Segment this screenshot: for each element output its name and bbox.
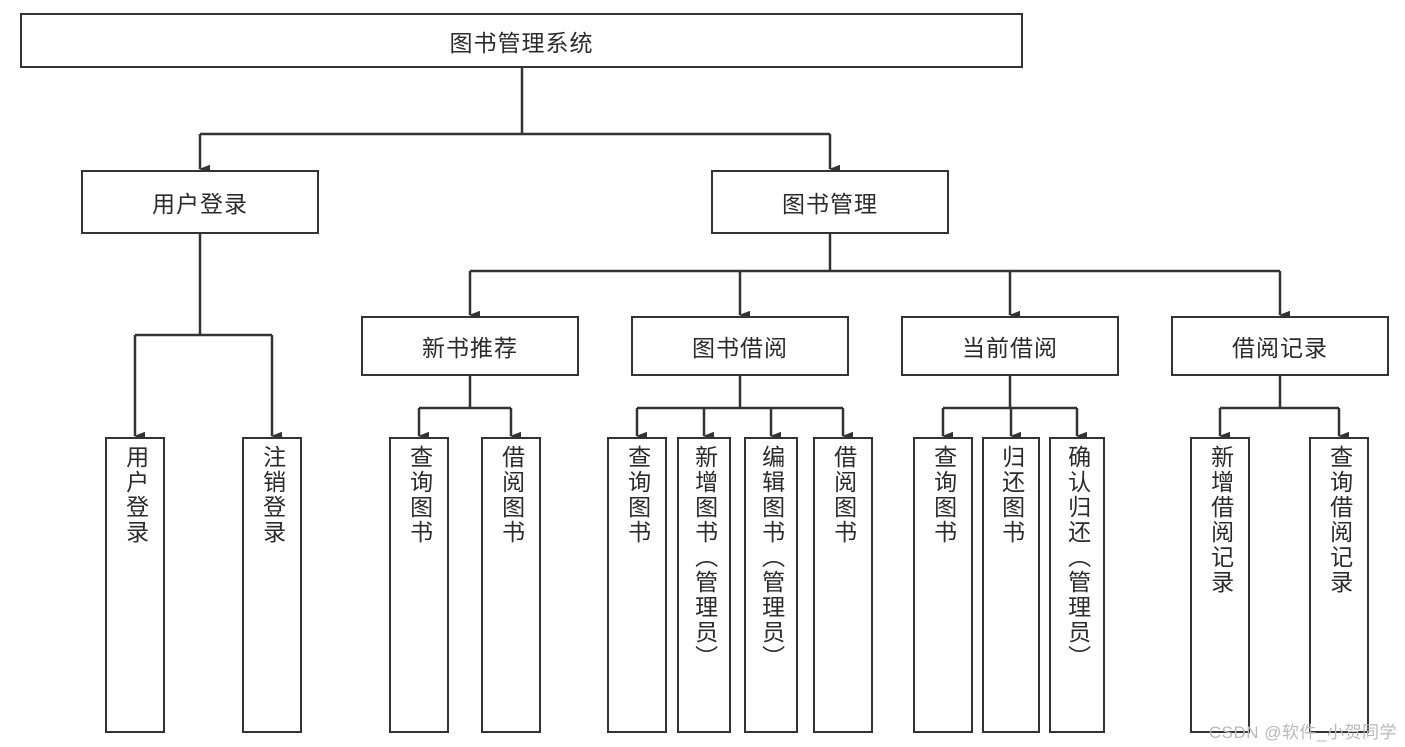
node-label: 确认归还（管理员） xyxy=(1064,445,1091,670)
node-new-book-recommendation[interactable]: 新书推荐 xyxy=(361,316,579,376)
node-label: 查询借阅记录 xyxy=(1326,445,1353,595)
leaf-edit-book-admin[interactable]: 编辑图书（管理员） xyxy=(744,437,798,733)
node-label: 借阅图书 xyxy=(498,445,525,545)
node-book-management[interactable]: 图书管理 xyxy=(711,170,949,234)
node-current-borrowing[interactable]: 当前借阅 xyxy=(901,316,1119,376)
leaf-query-books-borrow[interactable]: 查询图书 xyxy=(607,437,667,733)
leaf-return-book[interactable]: 归还图书 xyxy=(982,437,1040,733)
node-label: 编辑图书（管理员） xyxy=(758,445,785,670)
node-book-borrowing[interactable]: 图书借阅 xyxy=(631,316,849,376)
node-label: 新书推荐 xyxy=(422,335,518,361)
node-label: 当前借阅 xyxy=(962,335,1058,361)
node-label: 图书借阅 xyxy=(692,335,788,361)
node-user-login[interactable]: 用户登录 xyxy=(81,170,319,234)
node-label: 新增借阅记录 xyxy=(1207,445,1234,595)
node-root-book-management-system[interactable]: 图书管理系统 xyxy=(20,13,1023,68)
leaf-confirm-return-admin[interactable]: 确认归还（管理员） xyxy=(1049,437,1105,733)
node-label: 新增图书（管理员） xyxy=(691,445,718,670)
node-label: 借阅图书 xyxy=(830,445,857,545)
node-label: 注销登录 xyxy=(259,445,286,545)
leaf-query-books-current[interactable]: 查询图书 xyxy=(913,437,973,733)
node-label: 图书管理系统 xyxy=(449,29,594,56)
leaf-query-borrow-record[interactable]: 查询借阅记录 xyxy=(1309,437,1369,733)
leaf-add-borrow-record[interactable]: 新增借阅记录 xyxy=(1190,437,1250,733)
leaf-logout[interactable]: 注销登录 xyxy=(242,437,302,733)
node-label: 归还图书 xyxy=(998,445,1025,545)
leaf-borrow-book[interactable]: 借阅图书 xyxy=(813,437,873,733)
leaf-add-book-admin[interactable]: 新增图书（管理员） xyxy=(677,437,731,733)
node-label: 用户登录 xyxy=(152,191,248,217)
leaf-user-login[interactable]: 用户登录 xyxy=(105,437,165,733)
leaf-borrow-books-new[interactable]: 借阅图书 xyxy=(481,437,541,733)
watermark-credit: CSDN @软件_小贺同学 xyxy=(1208,723,1397,742)
node-label: 用户登录 xyxy=(122,445,149,545)
node-label: 图书管理 xyxy=(782,191,878,217)
node-label: 查询图书 xyxy=(406,445,433,545)
leaf-query-books-new[interactable]: 查询图书 xyxy=(389,437,449,733)
node-borrowing-records[interactable]: 借阅记录 xyxy=(1171,316,1389,376)
node-label: 借阅记录 xyxy=(1232,335,1328,361)
node-label: 查询图书 xyxy=(624,445,651,545)
node-label: 查询图书 xyxy=(930,445,957,545)
